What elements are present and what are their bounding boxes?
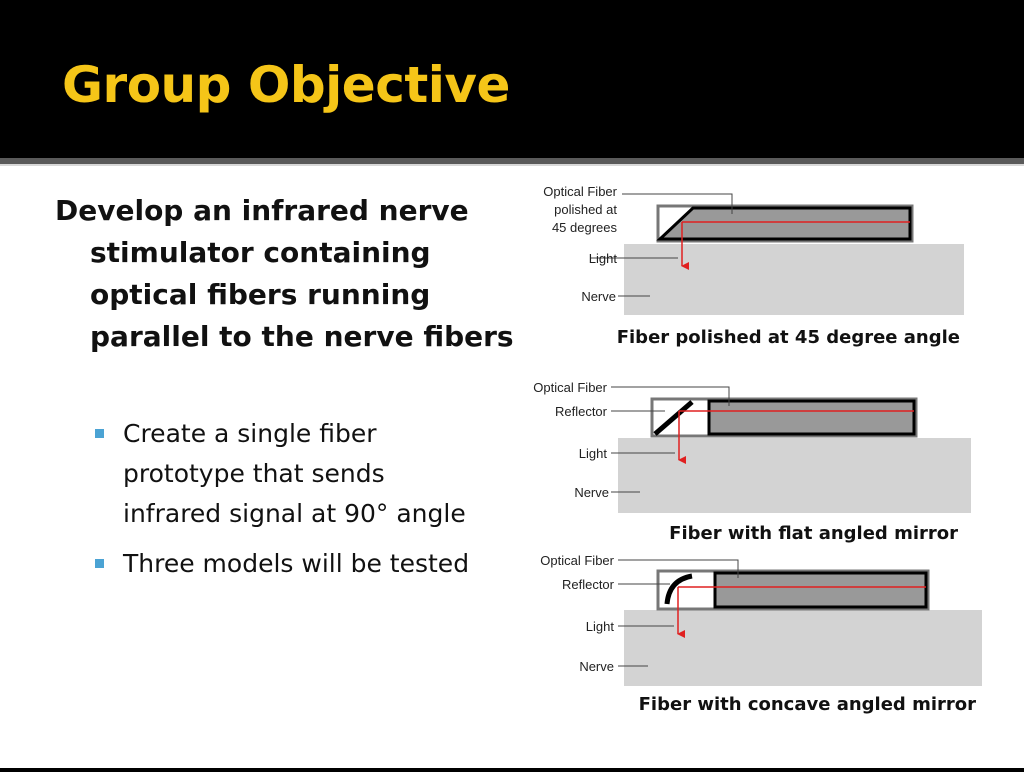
nerve-block [624, 610, 982, 686]
label-optical-fiber: Optical Fiber [540, 553, 614, 568]
square-bullet-icon [95, 429, 104, 438]
bullet-item: Create a single fiber prototype that sen… [95, 414, 475, 534]
title-divider [0, 158, 1024, 164]
fiber-core [707, 399, 916, 436]
label-nerve: Nerve [579, 659, 614, 674]
title-bar: Group Objective [0, 0, 1024, 158]
caption-polished-45: Fiber polished at 45 degree angle [617, 327, 960, 348]
slide-title: Group Objective [62, 56, 510, 114]
label-light: Light [586, 619, 615, 634]
flat-reflector [653, 400, 694, 436]
bullet-text: Three models will be tested [123, 549, 470, 578]
label-optical-fiber: Optical Fiber [533, 380, 607, 395]
fiber-leader [622, 193, 733, 214]
label-polished-at: polished at [554, 202, 617, 217]
label-light: Light [579, 446, 608, 461]
label-nerve: Nerve [581, 289, 616, 304]
title-divider-highlight [0, 164, 1024, 166]
bullet-text: Create a single fiber prototype that sen… [123, 419, 466, 528]
diagram-polished-45: Optical Fiber polished at 45 degrees Lig… [543, 184, 964, 348]
nerve-block [618, 438, 971, 513]
main-point: Develop an infrared nerve stimulator con… [55, 194, 514, 353]
bullet-item: Three models will be tested [95, 544, 475, 584]
fiber-core [713, 571, 928, 609]
caption-concave-mirror: Fiber with concave angled mirror [639, 694, 976, 715]
fiber-leader [611, 386, 730, 406]
concave-reflector [664, 573, 693, 605]
label-reflector: Reflector [555, 404, 608, 419]
fiber-diagrams: Optical Fiber polished at 45 degrees Lig… [533, 184, 982, 715]
fiber-leader [618, 559, 739, 578]
label-optical-fiber: Optical Fiber [543, 184, 617, 199]
nerve-block [624, 244, 964, 315]
diagram-flat-mirror: Optical Fiber Reflector Light Nerve Fibe… [533, 380, 971, 544]
label-45-degrees: 45 degrees [552, 220, 618, 235]
fiber-core [656, 206, 912, 241]
label-light: Light [589, 251, 618, 266]
bullet-list: Create a single fiber prototype that sen… [95, 414, 475, 594]
slide-content: Develop an infrared nerve stimulator con… [0, 166, 1024, 768]
caption-flat-mirror: Fiber with flat angled mirror [669, 523, 958, 544]
label-nerve: Nerve [574, 485, 609, 500]
diagram-concave-mirror: Optical Fiber Reflector Light Nerve Fibe… [540, 553, 982, 715]
square-bullet-icon [95, 559, 104, 568]
diagram-column: Optical Fiber polished at 45 degrees Lig… [510, 166, 1024, 768]
label-reflector: Reflector [562, 577, 615, 592]
